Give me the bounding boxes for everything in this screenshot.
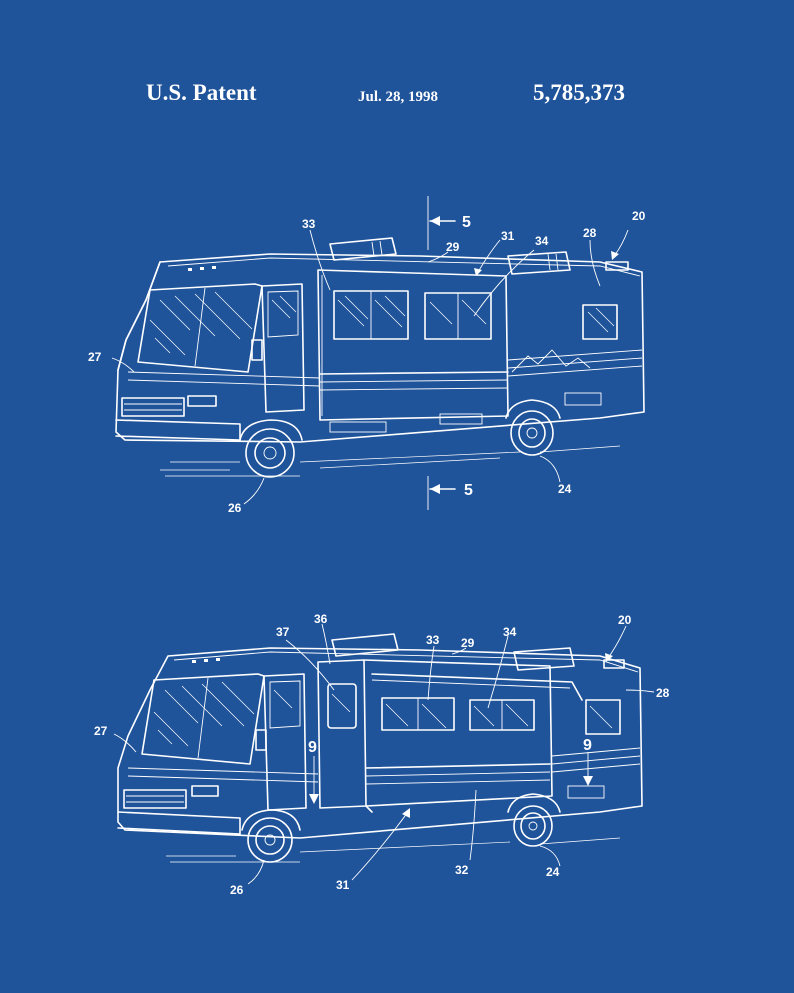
ref-label: 34 xyxy=(535,234,549,248)
patent-title: U.S. Patent xyxy=(146,80,257,105)
ref-label: 33 xyxy=(302,217,316,231)
section-marker: 9 xyxy=(583,737,592,754)
ref-label: 20 xyxy=(618,613,632,627)
ref-label: 31 xyxy=(336,878,350,892)
ref-label: 28 xyxy=(583,226,597,240)
rear-wheel xyxy=(505,399,561,456)
patent-date: Jul. 28, 1998 xyxy=(358,89,439,105)
ref-label: 26 xyxy=(230,883,244,897)
ref-label: 32 xyxy=(455,863,469,877)
ref-label: 24 xyxy=(546,865,560,879)
section-marker: 9 xyxy=(308,739,317,756)
ref-label: 26 xyxy=(228,501,242,515)
ref-label: 27 xyxy=(94,724,108,738)
ref-label: 31 xyxy=(501,229,515,243)
ref-label: 29 xyxy=(461,636,475,650)
rv-drawing-closed: 5 5 33 29 31 34 28 20 27 26 24 xyxy=(88,196,646,515)
ref-label: 27 xyxy=(88,350,102,364)
ref-label: 20 xyxy=(632,209,646,223)
front-wheel xyxy=(239,419,303,478)
ref-label: 33 xyxy=(426,633,440,647)
ref-label: 37 xyxy=(276,625,290,639)
ref-label: 36 xyxy=(314,612,328,626)
section-marker-top: 5 xyxy=(462,214,471,231)
ref-label: 28 xyxy=(656,686,670,700)
ref-label: 34 xyxy=(503,625,517,639)
section-marker-bottom: 5 xyxy=(464,482,473,499)
ref-label: 24 xyxy=(558,482,572,496)
rear-wheel xyxy=(507,793,561,847)
rv-drawing-extended: 37 36 33 29 34 20 28 27 9 9 26 31 32 24 xyxy=(94,612,670,897)
ref-label: 29 xyxy=(446,240,460,254)
patent-number: 5,785,373 xyxy=(533,80,625,105)
